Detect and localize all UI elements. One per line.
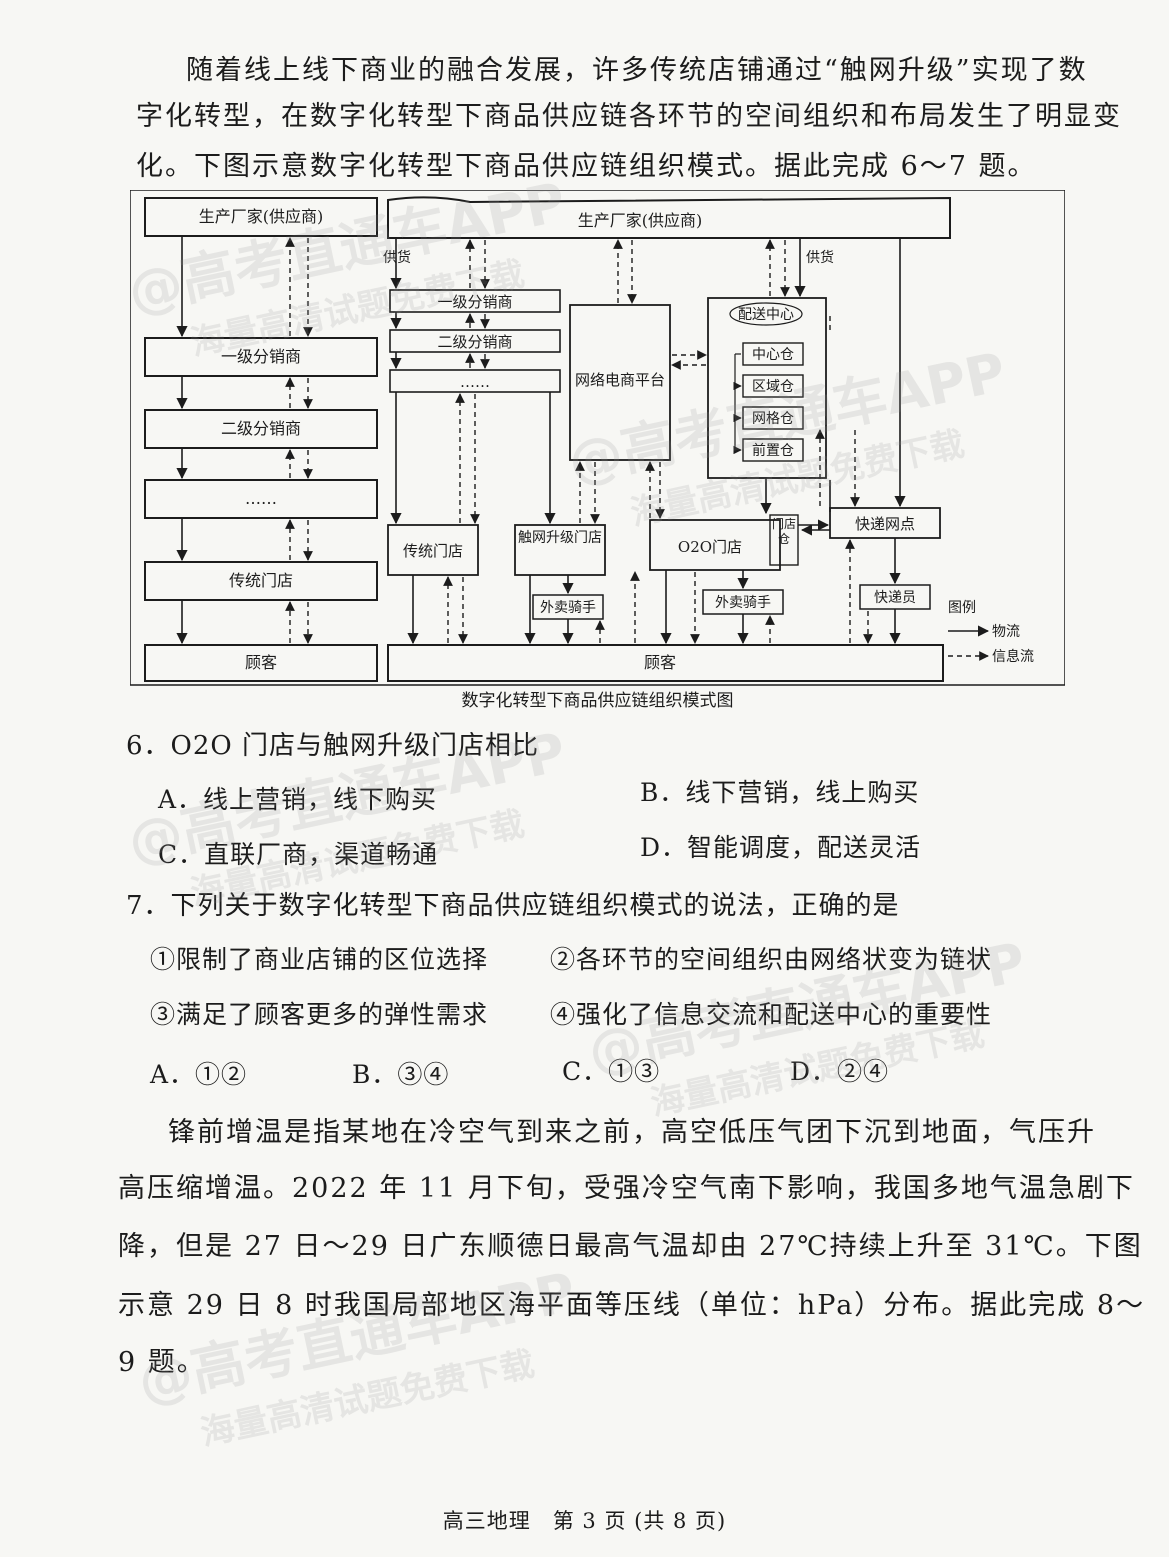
left-dist1-box xyxy=(144,337,378,377)
platform-label: 网络电商平台 xyxy=(575,371,665,389)
legend-info-label: 信息流 xyxy=(992,648,1034,665)
right-dist2-box xyxy=(389,329,561,353)
intro-line-2: 字化转型，在数字化转型下商品供应链各环节的空间组织和布局发生了明显变 xyxy=(136,101,1122,132)
q7-statement-2: ②各环节的空间组织由网络状变为链状 xyxy=(550,945,993,974)
q7-option-a[interactable]: A．①② xyxy=(150,1060,248,1089)
right-dist1-box xyxy=(389,289,561,313)
o2o-store-label: O2O门店 xyxy=(678,538,742,556)
courier-label: 快递员 xyxy=(874,590,916,606)
right-producer-label: 生产厂家(供应商) xyxy=(578,211,703,230)
watermark-line-1: @高考直通车APP xyxy=(132,1260,582,1415)
right-customer-box xyxy=(387,644,944,682)
para2-line-3: 降，但是 27 日～29 日广东顺德日最高气温却由 27℃持续上升至 31℃。下… xyxy=(118,1231,1143,1262)
legend-title: 图例 xyxy=(948,600,976,616)
intro-line-1: 随着线上线下商业的融合发展，许多传统店铺通过“触网升级”实现了数 xyxy=(186,55,1088,86)
q7-option-c[interactable]: C．①③ xyxy=(562,1057,661,1086)
right-dist2-label: 二级分销商 xyxy=(437,333,512,351)
left-store-box xyxy=(144,561,378,601)
left-dist2-box xyxy=(144,409,378,449)
q7-option-d[interactable]: D．②④ xyxy=(790,1057,890,1086)
wh-central-box xyxy=(742,342,804,366)
left-producer-label: 生产厂家(供应商) xyxy=(199,207,324,226)
express-point-label: 快递网点 xyxy=(855,515,915,533)
left-store-label: 传统门店 xyxy=(229,571,293,590)
dc-label: 配送中心 xyxy=(738,307,794,323)
right-customer-label: 顾客 xyxy=(644,653,676,672)
express-point-box xyxy=(829,507,941,539)
left-customer-box xyxy=(144,644,378,682)
left-dots-label: …… xyxy=(245,489,277,508)
q6-stem: 6．O2O 门店与触网升级门店相比 xyxy=(126,731,539,761)
q7-statement-1: ①限制了商业店铺的区位选择 xyxy=(150,945,489,974)
para2-line-5: 9 题。 xyxy=(118,1347,206,1378)
left-chain: 生产厂家(供应商) 一级分销商 二级分销商 …… 传统门店 顾客 xyxy=(144,197,378,682)
q7-stem: 7．下列关于数字化转型下商品供应链组织模式的说法，正确的是 xyxy=(126,891,900,921)
upgraded-store-box xyxy=(514,524,606,576)
store-wh-box xyxy=(769,514,799,566)
q6-option-b[interactable]: B．线下营销，线上购买 xyxy=(640,778,920,807)
o2o-store-box xyxy=(649,519,781,571)
q7-option-b[interactable]: B．③④ xyxy=(352,1060,450,1089)
platform-box xyxy=(569,304,671,461)
left-dist2-label: 二级分销商 xyxy=(221,419,301,438)
supply-label-left: 供货 xyxy=(383,249,411,266)
para2-line-2: 高压缩增温。2022 年 11 月下旬，受强冷空气南下影响，我国多地气温急剧下 xyxy=(118,1173,1135,1204)
legend-logistics-label: 物流 xyxy=(992,624,1020,640)
wh-grid-label: 网格仓 xyxy=(752,411,794,427)
wh-front-label: 前置仓 xyxy=(752,442,794,459)
page-footer: 高三地理 第 3 页 (共 8 页) xyxy=(442,1509,727,1533)
dc-box xyxy=(707,297,827,479)
right-dots-label: …… xyxy=(460,373,490,391)
q6-option-d[interactable]: D．智能调度，配送灵活 xyxy=(640,833,922,862)
trad-store-label: 传统门店 xyxy=(403,542,463,560)
right-dots-box xyxy=(389,369,561,393)
q6-option-a[interactable]: A．线上营销，线下购买 xyxy=(158,785,438,814)
q6-option-c[interactable]: C．直联厂商，渠道畅通 xyxy=(158,840,439,869)
left-dist1-label: 一级分销商 xyxy=(221,347,301,366)
right-info-arrows xyxy=(443,239,873,644)
upgraded-store-label: 触网升级门店 xyxy=(518,530,602,546)
para2-line-1: 锋前增温是指某地在冷空气到来之前，高空低压气团下沉到地面，气压升 xyxy=(168,1117,1096,1148)
q7-statement-4: ④强化了信息交流和配送中心的重要性 xyxy=(550,1000,993,1029)
intro-line-3: 化。下图示意数字化转型下商品供应链组织模式。据此完成 6～7 题。 xyxy=(136,151,1037,182)
right-producer-box xyxy=(387,196,951,239)
wh-front-box xyxy=(742,438,804,462)
left-producer-box xyxy=(144,197,378,237)
q7-statement-3: ③满足了顾客更多的弹性需求 xyxy=(150,1000,489,1029)
supply-label-right: 供货 xyxy=(806,249,834,266)
rider1-label: 外卖骑手 xyxy=(540,600,596,616)
wh-regional-box xyxy=(742,374,804,398)
left-dots-box xyxy=(144,479,378,519)
trad-store-box xyxy=(387,524,479,576)
dc-circle xyxy=(729,302,803,326)
left-customer-label: 顾客 xyxy=(245,653,277,672)
right-dist1-label: 一级分销商 xyxy=(437,293,512,311)
supply-chain-diagram: 生产厂家(供应商) 一级分销商 二级分销商 …… 传统门店 顾客 xyxy=(130,190,1065,711)
watermark-line-2: 海量高清试题免费下载 xyxy=(196,1344,538,1454)
left-info-arrows xyxy=(285,237,313,644)
store-wh-label: 门店仓 xyxy=(771,517,796,546)
figure-caption: 数字化转型下商品供应链组织模式图 xyxy=(461,691,734,711)
para2-line-4: 示意 29 日 8 时我国局部地区海平面等压线（单位：hPa）分布。据此完成 8… xyxy=(118,1290,1146,1321)
wh-grid-box xyxy=(742,406,804,430)
rider2-label: 外卖骑手 xyxy=(715,595,771,611)
wh-regional-label: 区域仓 xyxy=(752,379,794,395)
right-logistics-arrows xyxy=(390,238,906,645)
wh-arrows xyxy=(733,353,742,455)
right-chain: 生产厂家(供应商) 供货 供货 一级分销商 二级分销商 …… 网络电商平台 配送… xyxy=(383,196,1034,682)
wh-central-label: 中心仓 xyxy=(752,347,794,363)
